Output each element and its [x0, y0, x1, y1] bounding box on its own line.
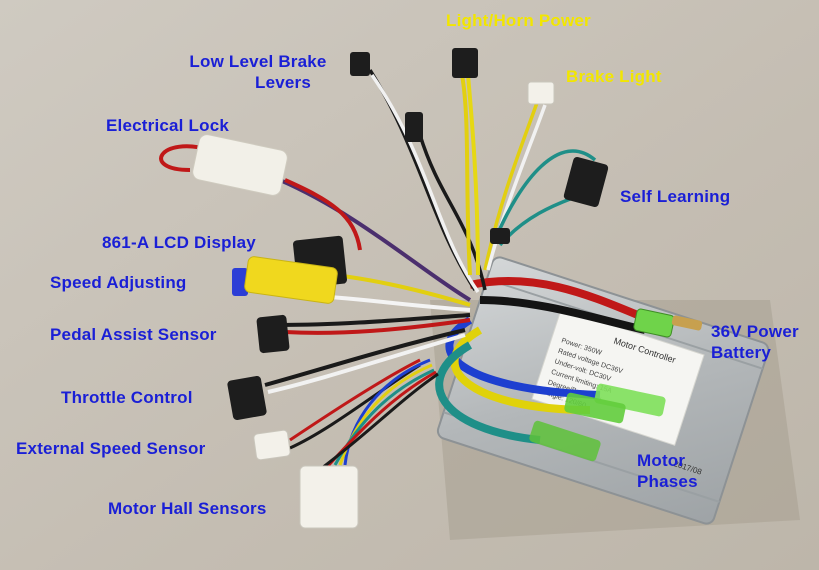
black-signal-wire	[279, 313, 471, 327]
horn-yellow-wire-2	[466, 74, 480, 276]
pedal-assist-connector	[256, 314, 290, 354]
red-signal-wire	[284, 318, 471, 335]
label-low-level-brake-levers: Low Level Brake Levers	[178, 51, 338, 93]
phase-yellow-wire	[450, 326, 591, 414]
brake-lever-connector-2	[405, 112, 423, 142]
brake-lever-connector-1	[350, 52, 370, 76]
brakelight-white-wire	[486, 104, 547, 271]
hall-sensor-connector	[299, 465, 359, 529]
horn-connector	[452, 48, 478, 78]
label-external-speed-sensor: External Speed Sensor	[16, 439, 206, 458]
label-line: Motor	[637, 451, 686, 470]
throttle-connector	[227, 375, 267, 421]
phase-green-wire	[435, 341, 541, 444]
phase-connector-1	[594, 383, 666, 417]
battery-terminal	[671, 315, 703, 331]
speed-adjusting-connector	[232, 256, 338, 304]
label-lcd-display: 861-A LCD Display	[102, 233, 256, 252]
hall-wire-blue	[343, 358, 431, 466]
hall-wire-black	[321, 372, 439, 470]
phase-connector-3	[529, 420, 601, 462]
selflearn-green-wire	[493, 149, 597, 241]
label-line: Battery	[711, 343, 771, 362]
battery-red-wire	[469, 277, 652, 324]
speed-sensor-red-wire	[289, 358, 421, 442]
lock-red-wire	[284, 178, 362, 251]
speed-sensor-connector	[253, 429, 291, 461]
throttle-white-wire	[267, 333, 466, 394]
label-line: Low Level Brake	[189, 52, 327, 71]
label-line: 36V Power	[711, 322, 799, 341]
speed-sensor-black-wire	[289, 363, 421, 450]
battery-black-wire	[479, 296, 646, 334]
small-black-connector	[490, 228, 510, 244]
label-brake-light: Brake Light	[566, 67, 662, 86]
self-learning-connector	[563, 156, 609, 208]
electrical-lock-connector	[159, 134, 288, 196]
brake-light-connector	[527, 81, 555, 105]
label-light-horn-power: Light/Horn Power	[446, 11, 591, 30]
label-pedal-assist-sensor: Pedal Assist Sensor	[50, 325, 217, 344]
label-electrical-lock: Electrical Lock	[106, 116, 230, 135]
label-motor-phases: Motor Phases	[637, 450, 698, 492]
label-line: Phases	[637, 472, 698, 491]
lcd-purple-wire	[279, 178, 472, 302]
label-speed-adjusting: Speed Adjusting	[50, 273, 187, 292]
brake-white-wire	[370, 74, 480, 293]
label-36v-power-battery: 36V Power Battery	[711, 321, 799, 363]
label-throttle-control: Throttle Control	[61, 388, 193, 407]
horn-yellow-wire-1	[460, 74, 472, 276]
label-line: Levers	[254, 73, 312, 92]
battery-connector-green	[633, 308, 675, 338]
throttle-wire	[264, 328, 466, 387]
brakelight-yellow-wire	[483, 99, 540, 271]
label-self-learning: Self Learning	[620, 187, 731, 206]
phase-connector-2	[564, 392, 626, 424]
label-motor-hall-sensors: Motor Hall Sensors	[108, 499, 267, 518]
